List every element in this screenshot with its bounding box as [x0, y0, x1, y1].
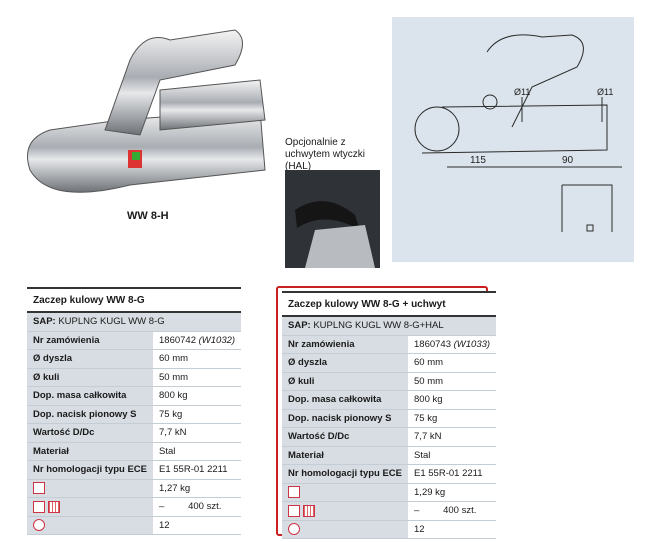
weight-row: 1,29 kg: [282, 483, 497, 502]
count-row: 12: [282, 520, 497, 539]
count-row: 12: [27, 516, 242, 535]
weight-icon: [288, 486, 300, 499]
coupling-photo: [27, 29, 266, 193]
weight-row: 1,27 kg: [27, 479, 242, 498]
photo-caption: WW 8-H: [127, 210, 169, 222]
table-title: Zaczep kulowy WW 8-G + uchwyt: [282, 291, 497, 317]
plug-holder-photo: [285, 170, 380, 268]
packaging-row: – 400 szt.: [282, 501, 497, 521]
sap-row: SAP: KUPLNG KUGL WW 8-G+HAL: [282, 316, 497, 336]
dim-hole-1: Ø11: [514, 87, 530, 97]
table-title: Zaczep kulowy WW 8-G: [27, 287, 242, 313]
pallet-icon: [303, 504, 315, 517]
count-icon: [33, 519, 45, 532]
count-icon: [288, 523, 300, 536]
dim-length-1: 115: [470, 155, 486, 166]
spec-table-ww8g: Zaczep kulowy WW 8-G SAP: KUPLNG KUGL WW…: [27, 287, 242, 535]
box-icon: [33, 500, 45, 513]
option-caption: Opcjonalnie z uchwytem wtyczki (HAL): [285, 137, 366, 172]
box-icon: [288, 504, 300, 517]
pallet-icon: [48, 500, 60, 513]
weight-icon: [33, 482, 45, 495]
technical-drawing: Ø11 Ø11 115 90: [392, 17, 634, 262]
sap-row: SAP: KUPLNG KUGL WW 8-G: [27, 312, 242, 332]
packaging-row: – 400 szt.: [27, 497, 242, 517]
spec-table-ww8g-hal: Zaczep kulowy WW 8-G + uchwyt SAP: KUPLN…: [282, 291, 497, 539]
dim-length-2: 90: [562, 155, 574, 166]
dim-hole-2: Ø11: [597, 87, 613, 97]
